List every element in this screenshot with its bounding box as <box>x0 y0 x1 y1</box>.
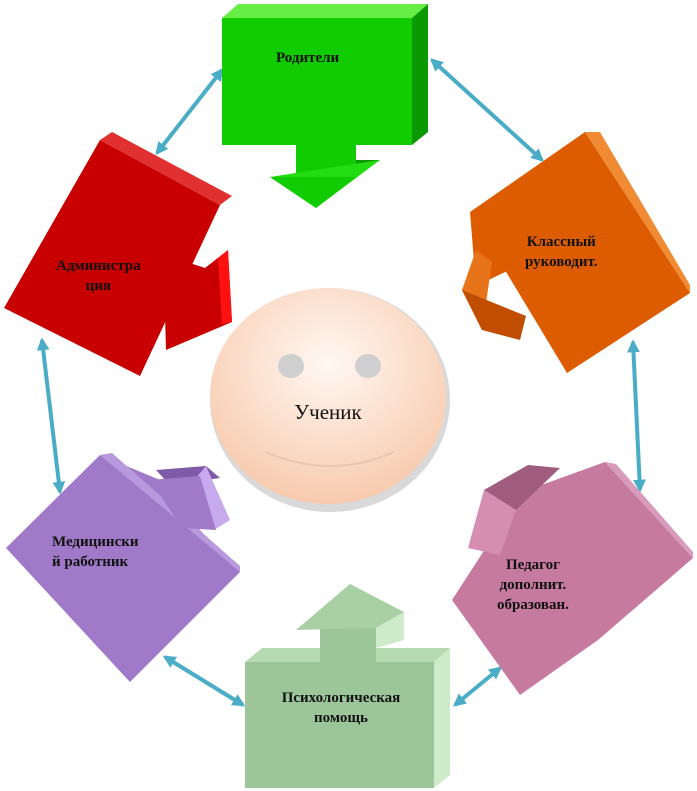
connector-teacher-edu <box>627 339 646 493</box>
connectors <box>36 58 646 707</box>
left-eye-icon <box>278 354 304 378</box>
center-label: Ученик <box>294 400 362 424</box>
label-psych: Психологическая помощь <box>281 690 401 726</box>
connector-parents-teacher <box>430 58 544 162</box>
node-admin <box>4 132 232 376</box>
right-eye-icon <box>355 354 381 378</box>
smile-icon <box>265 451 395 467</box>
node-teacher <box>462 132 690 373</box>
label-admin: Администра ция <box>56 258 141 294</box>
label-edu: Педагог дополнит. образован. <box>497 557 569 613</box>
node-edu <box>452 462 693 695</box>
label-parents: Родители <box>276 50 340 66</box>
node-psych <box>245 584 450 788</box>
label-medic: Медицински й работник <box>52 534 139 570</box>
label-teacher: Классный руководит. <box>525 234 598 270</box>
center-face <box>210 288 450 512</box>
node-medic <box>6 453 240 682</box>
connector-edu-psych <box>453 666 502 707</box>
node-parents <box>222 4 428 208</box>
connector-admin-parents <box>155 67 224 156</box>
connector-psych-medic <box>162 655 246 707</box>
connector-medic-admin <box>36 337 66 495</box>
